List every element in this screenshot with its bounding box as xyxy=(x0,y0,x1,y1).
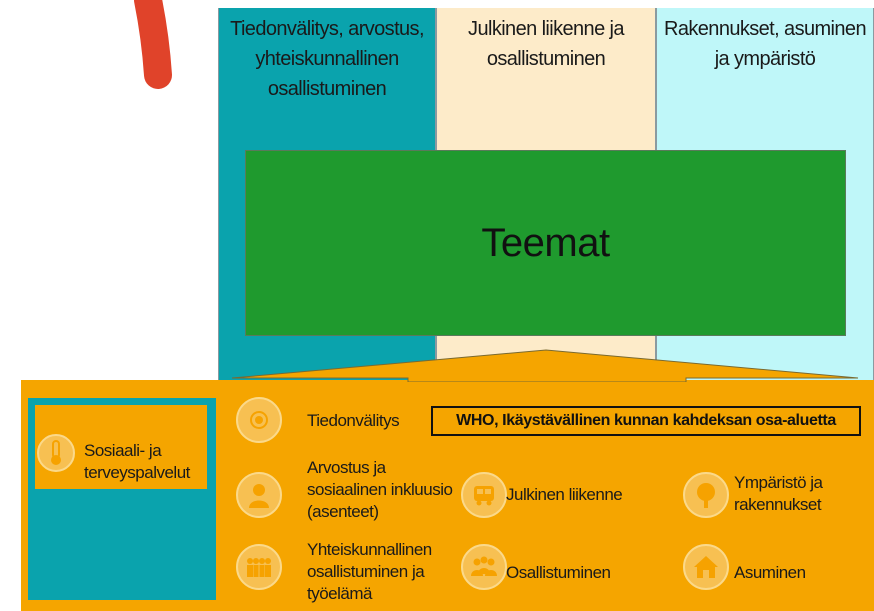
column-title: Rakennukset, asuminen ja ympäristö xyxy=(664,18,867,70)
label-ymparisto: Ympäristö ja rakennukset xyxy=(734,473,823,514)
label-yhteiskunnallinen: Yhteiskunnallinen osallistuminen ja työe… xyxy=(307,540,432,603)
label-arvostus: Arvostus ja sosiaalinen inkluusio (asent… xyxy=(307,458,453,521)
red-brush-mark xyxy=(134,0,172,89)
teemat-box: Teemat xyxy=(245,150,846,336)
person-icon xyxy=(236,472,282,518)
label-sosiaali: Sosiaali- ja terveyspalvelut xyxy=(84,441,190,482)
who-title: WHO, Ikäystävällinen kunnan kahdeksan os… xyxy=(456,412,836,429)
house-icon xyxy=(683,544,729,590)
label-osallistuminen: Osallistuminen xyxy=(506,563,611,582)
column-title: Julkinen liikenne ja osallistuminen xyxy=(468,18,624,70)
label-asuminen: Asuminen xyxy=(734,563,806,582)
people-group-icon xyxy=(236,544,282,590)
thermometer-icon xyxy=(37,434,75,472)
teemat-label: Teemat xyxy=(481,220,610,265)
broadcast-icon xyxy=(236,397,282,443)
people-icon xyxy=(461,544,507,590)
bus-icon xyxy=(461,472,507,518)
who-title-box: WHO, Ikäystävällinen kunnan kahdeksan os… xyxy=(431,406,861,436)
column-title: Tiedonvälitys, arvostus, yhteiskunnallin… xyxy=(230,18,424,100)
tree-icon xyxy=(683,472,729,518)
label-liikenne: Julkinen liikenne xyxy=(506,485,623,504)
label-tiedonvalitys: Tiedonvälitys xyxy=(307,411,400,430)
arrow-wedge xyxy=(232,349,859,382)
